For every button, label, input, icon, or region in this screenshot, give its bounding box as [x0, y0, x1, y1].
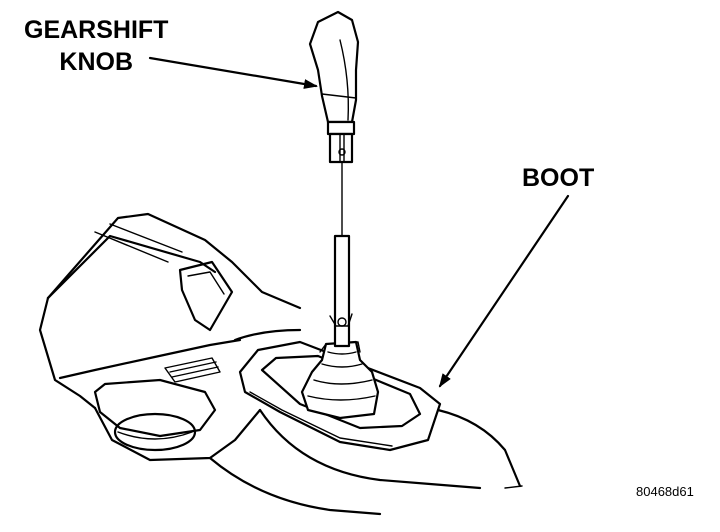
- gearshift-knob-label: GEARSHIFT KNOB: [24, 14, 168, 78]
- gearshift-knob-label-line1: GEARSHIFT: [24, 16, 169, 44]
- figure-id: 80468d61: [636, 484, 694, 499]
- shift-boot: [300, 340, 380, 420]
- gearshift-knob-label-line2: KNOB: [59, 48, 134, 76]
- center-console: [38, 212, 523, 516]
- leader-arrows: [148, 56, 570, 388]
- gearshift-knob: [308, 10, 360, 164]
- shift-lever: [329, 139, 353, 348]
- knob-arrow: [148, 56, 318, 89]
- boot-label: BOOT: [522, 164, 595, 192]
- boot-arrow: [438, 194, 570, 388]
